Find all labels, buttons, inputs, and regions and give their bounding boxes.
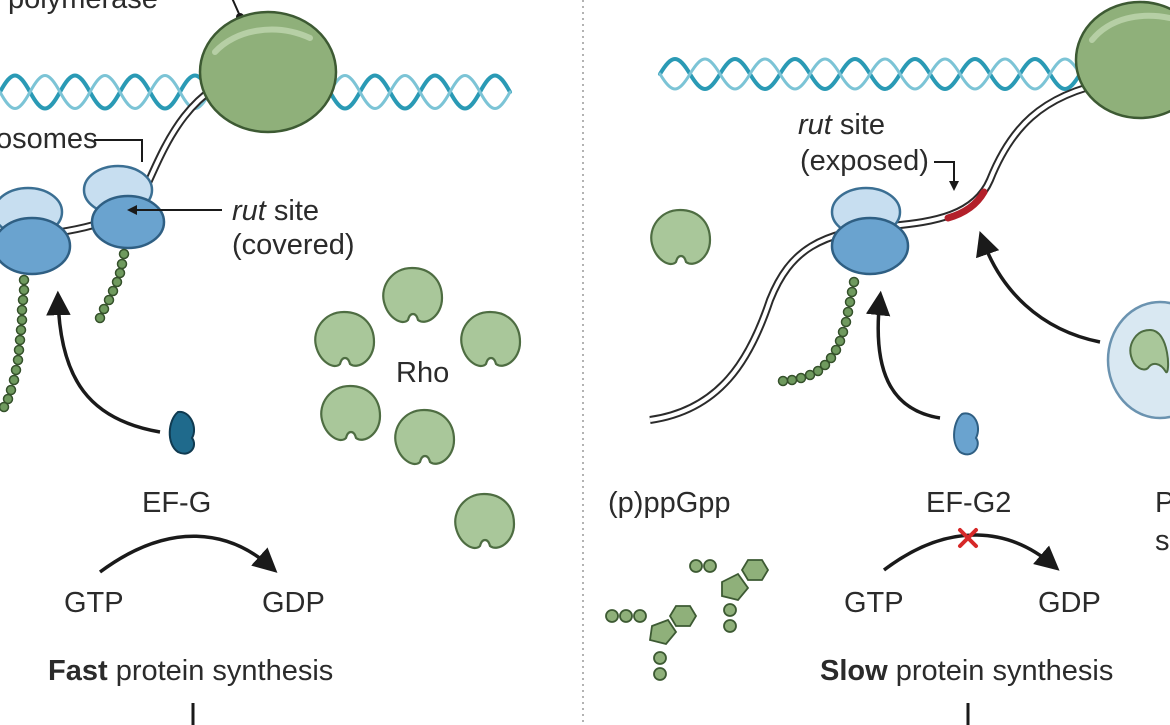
efg-arrow-left [46, 290, 161, 434]
ribosome-right [830, 186, 910, 276]
peptide-chain-left-1 [0, 274, 30, 413]
efg2-arrow [865, 290, 941, 420]
gtp-gdp-arrow-left [98, 534, 278, 574]
rho-complex-right-edge [1106, 300, 1170, 420]
polymerase-label: polymerase [8, 0, 158, 15]
gdp-label-right: GDP [1038, 587, 1101, 619]
rut-site-exposed-marker [944, 188, 988, 222]
rna-polymerase-right [1074, 0, 1170, 120]
right-panel: rut site (exposed) EF-G2 (p)p [605, 0, 1170, 725]
efg-molecule-left [168, 410, 196, 455]
rho-protein [314, 310, 376, 368]
slow-synthesis-label: Slow protein synthesis [820, 655, 1113, 687]
ribosome-left-1 [0, 186, 72, 276]
fast-synthesis-label: Fast protein synthesis [48, 655, 333, 687]
rho-protein [394, 408, 456, 466]
peptide-chain-right [777, 276, 860, 387]
rho-protein [320, 384, 382, 442]
rho-label: Rho [396, 357, 449, 389]
inhibition-x-icon [958, 528, 978, 548]
efg2-molecule [953, 412, 980, 456]
ppgpp-label: (p)ppGpp [608, 487, 731, 519]
ribosomes-label: osomes [0, 123, 98, 155]
gtp-label-right: GTP [844, 587, 904, 619]
rho-protein [454, 492, 516, 550]
gtp-gdp-arrow-right [882, 533, 1060, 572]
rho-protein-right [650, 208, 712, 266]
peptide-chain-left-2 [94, 248, 130, 324]
rut-site-covered-label: rut site [232, 195, 319, 227]
ribosomes-pointer [94, 139, 143, 162]
rut-status-covered: (covered) [232, 229, 355, 261]
edge-label-top: P [1155, 487, 1170, 519]
rut-status-exposed: (exposed) [800, 145, 929, 177]
efg2-label: EF-G2 [926, 487, 1011, 519]
gtp-label-left: GTP [64, 587, 124, 619]
left-panel: polymerase osomes [0, 0, 522, 725]
rut-site-exposed-label: rut site [798, 109, 885, 141]
efg-label: EF-G [142, 487, 211, 519]
edge-label-bottom: s [1155, 525, 1170, 557]
ribosome-left-2 [82, 164, 166, 250]
gdp-label-left: GDP [262, 587, 325, 619]
rho-protein [382, 266, 444, 324]
ppgpp-molecules [605, 559, 770, 681]
rho-protein [460, 310, 522, 368]
rho-to-rut-arrow [976, 231, 1101, 344]
polymerase-pointer [231, 0, 241, 17]
rna-polymerase-left [198, 10, 338, 134]
rho-proteins [314, 266, 522, 550]
rut-pointer-right [934, 161, 959, 191]
